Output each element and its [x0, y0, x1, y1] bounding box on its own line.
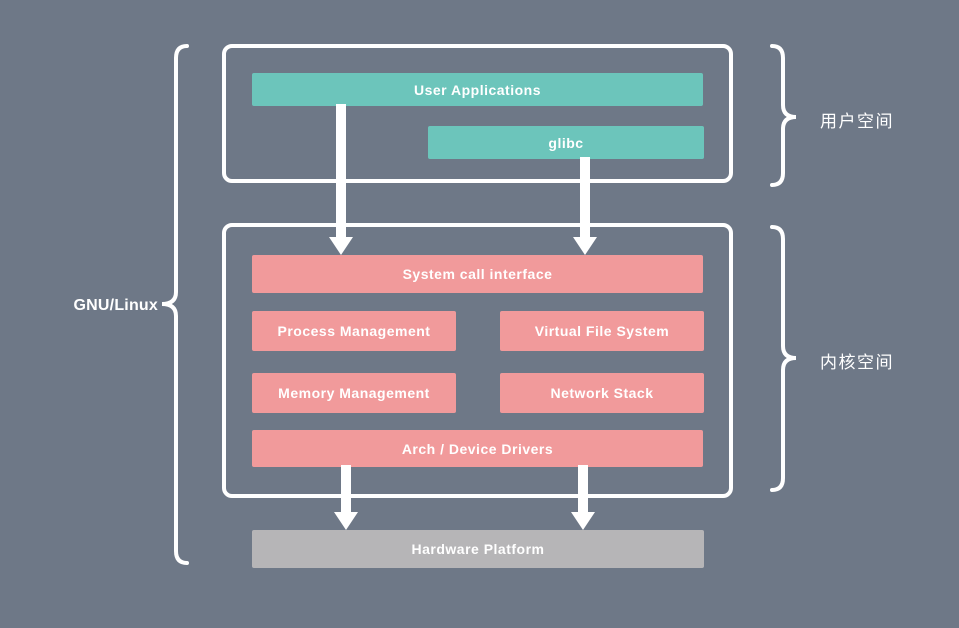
hardware-platform-block: Hardware Platform — [252, 530, 704, 568]
arch-device-drivers-block: Arch / Device Drivers — [252, 430, 703, 467]
gnu-linux-label: GNU/Linux — [73, 297, 158, 314]
kernel-space-label: 内核空间 — [820, 353, 894, 372]
system-call-interface-block: System call interface — [252, 255, 703, 293]
virtual-file-system-block: Virtual File System — [500, 311, 704, 351]
user-space-brace-icon — [770, 44, 797, 187]
glibc-block: glibc — [428, 126, 704, 159]
process-management-block: Process Management — [252, 311, 456, 351]
user-space-label: 用户空间 — [820, 112, 894, 131]
kernel-space-frame — [222, 223, 733, 498]
gnu-linux-brace-icon — [161, 44, 189, 565]
memory-management-block: Memory Management — [252, 373, 456, 413]
network-stack-block: Network Stack — [500, 373, 704, 413]
user-applications-block: User Applications — [252, 73, 703, 106]
kernel-space-brace-icon — [770, 225, 797, 492]
user-space-frame — [222, 44, 733, 183]
